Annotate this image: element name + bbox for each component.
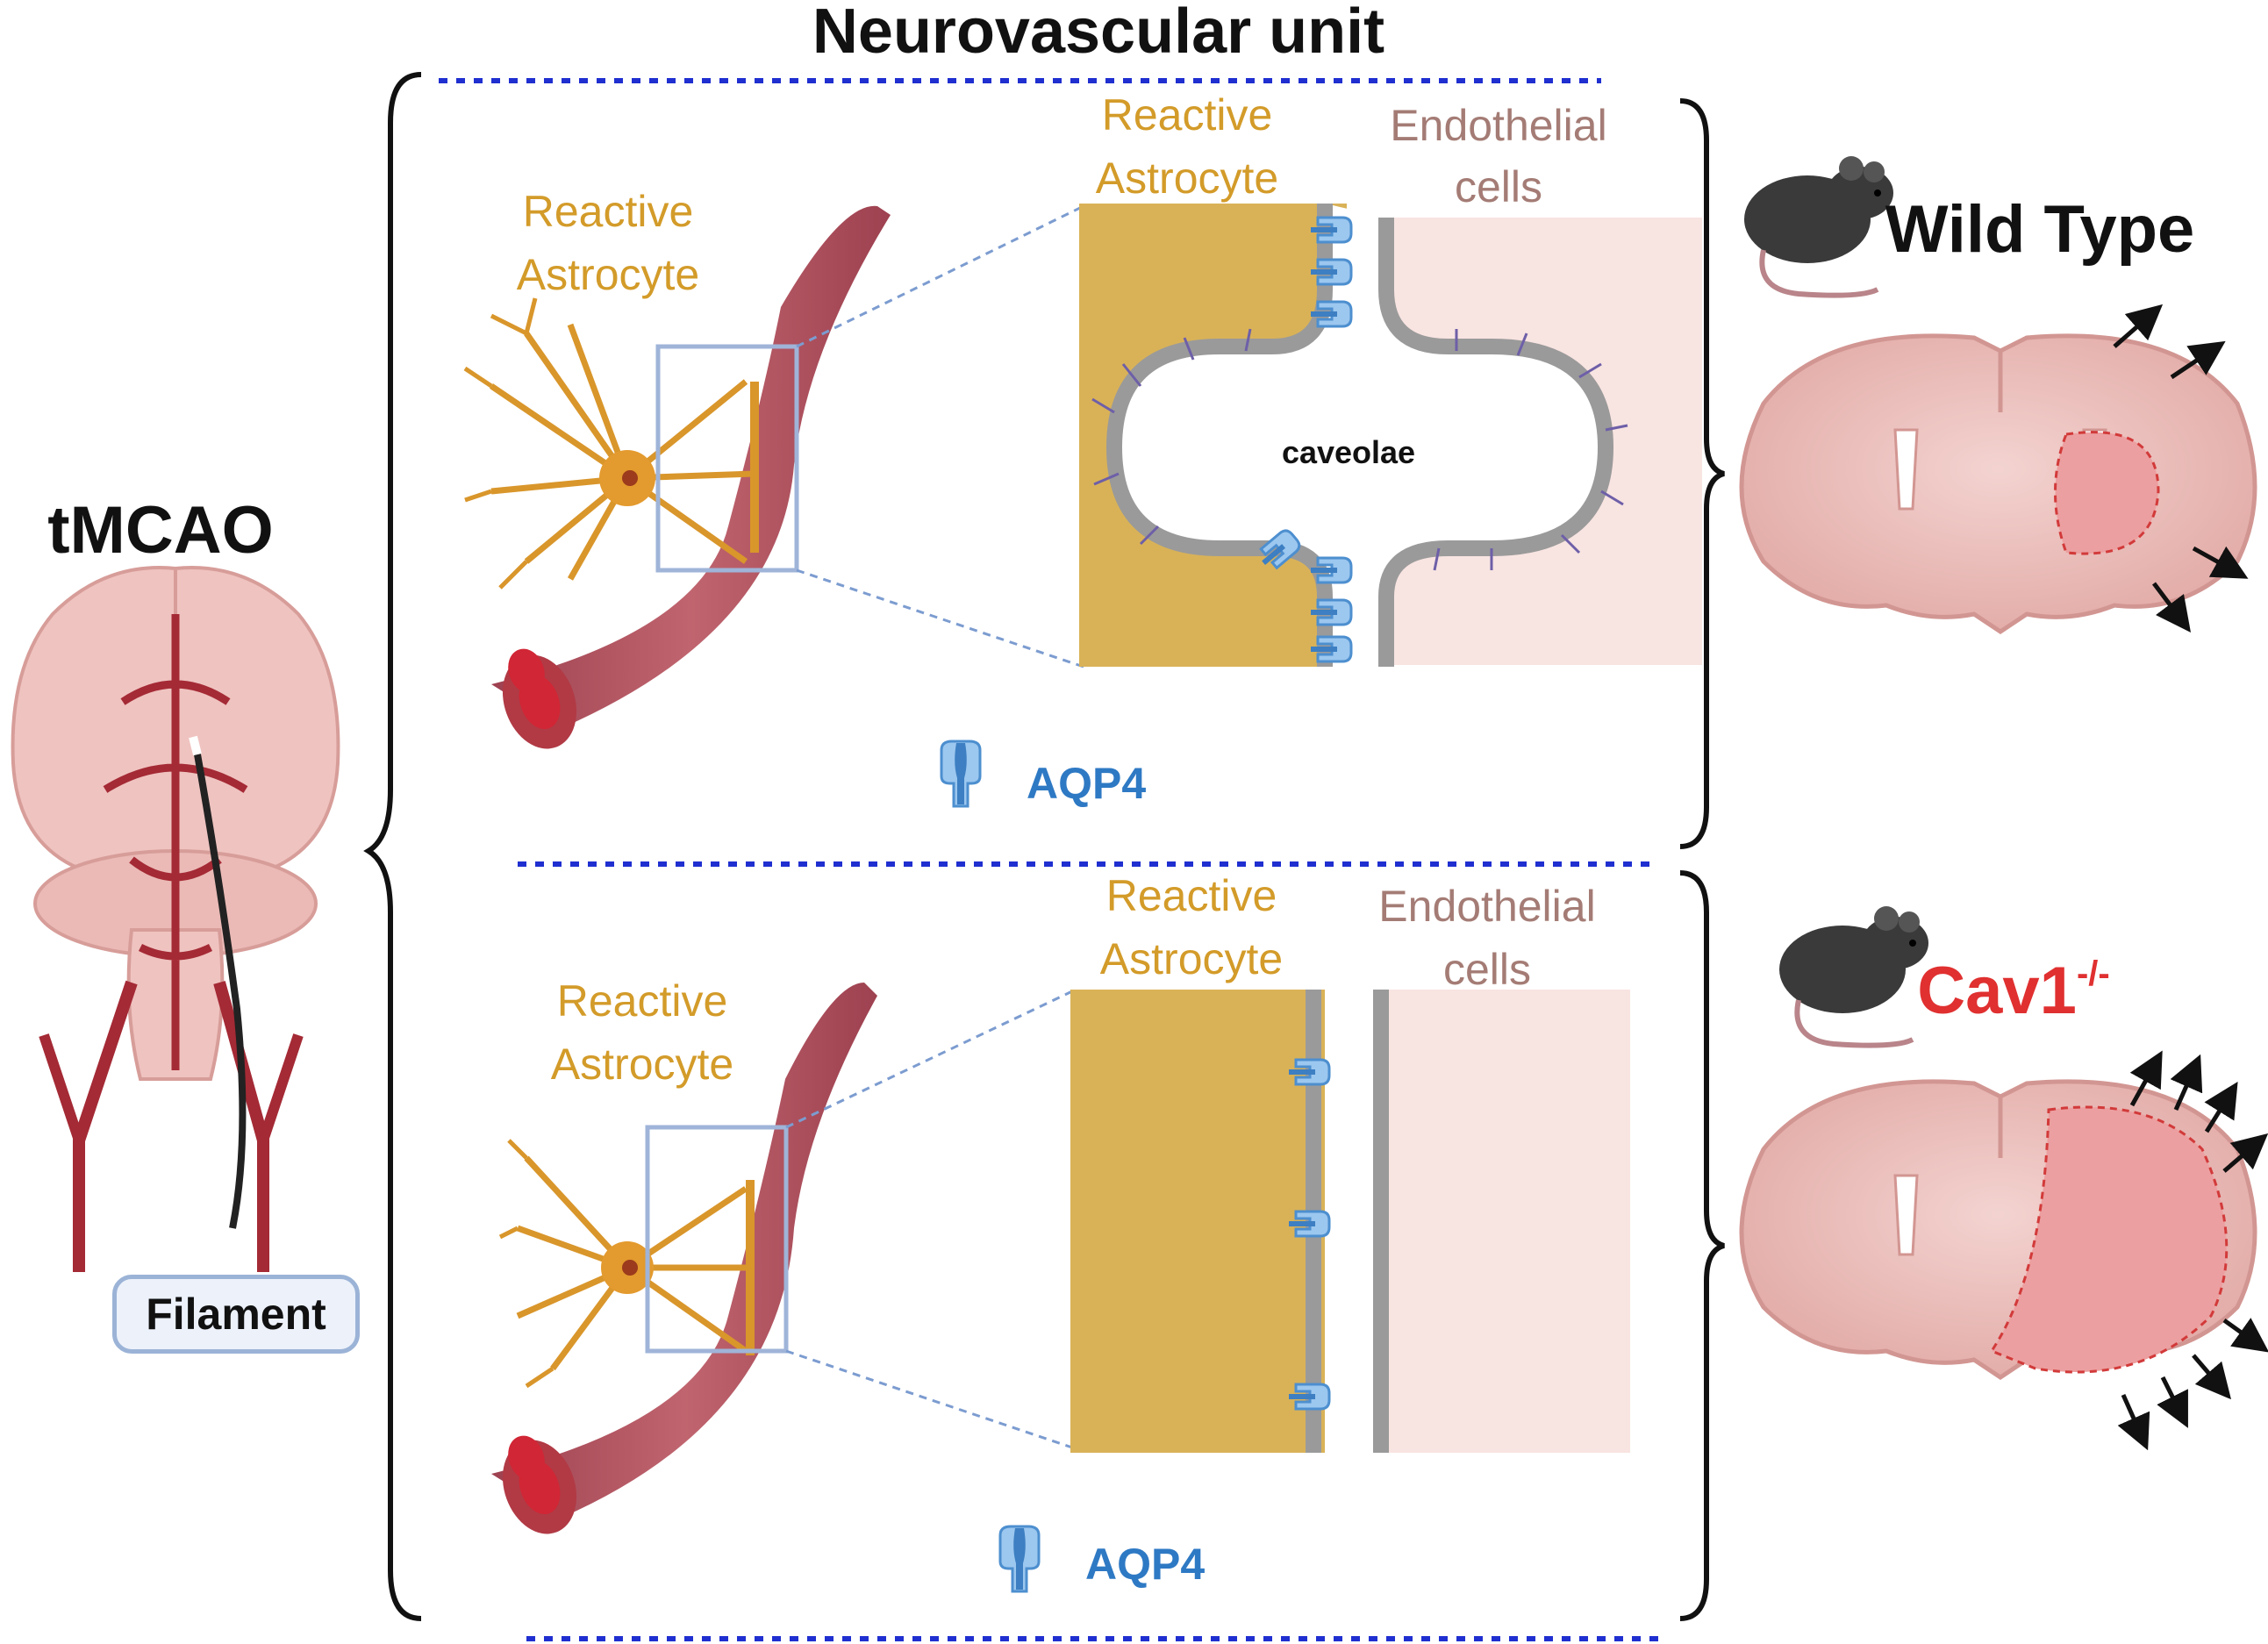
bottom-zoom-line-lower (785, 1349, 1073, 1449)
bottom-astrocyte-icon (498, 1139, 755, 1389)
bottom-zoom-box (645, 1125, 789, 1354)
top-astrocyte-nucleus (622, 470, 638, 486)
wild-type-mouse-icon (1744, 156, 1893, 296)
bottom-aqp4-channel-icon (998, 1525, 1041, 1593)
knockout-mouse-icon (1779, 906, 1928, 1046)
top-endothelial-line1: Endothelial (1390, 101, 1606, 150)
top-zoom-line-upper (796, 204, 1084, 348)
bottom-astrocyte-label-line1: Reactive (557, 976, 728, 1026)
caveolae-label: caveolae (1282, 434, 1415, 470)
bottom-zoom-line-upper (785, 990, 1073, 1129)
bottom-endothelial-line1: Endothelial (1378, 882, 1595, 931)
knockout-label-superscript: -/- (2077, 954, 2110, 993)
top-blood-vessel-icon (491, 205, 891, 749)
bottom-astrocyte-nucleus (622, 1260, 638, 1276)
top-aqp4-label: AQP4 (1027, 759, 1146, 808)
rodent-brain-icon (11, 566, 340, 1272)
bottom-aqp4-label: AQP4 (1085, 1540, 1205, 1589)
top-endothelial-line2: cells (1455, 162, 1542, 211)
right-brace-top (1679, 98, 1725, 849)
right-brace-bottom (1679, 870, 1725, 1621)
knockout-label: Cav1-/- (1917, 954, 2109, 1028)
bottom-zoom-astrocyte-line2: Astrocyte (1100, 934, 1283, 983)
knockout-label-base: Cav1 (1917, 954, 2077, 1028)
top-astrocyte-icon (463, 297, 759, 590)
bottom-membrane-zoom (1070, 990, 1630, 1453)
diagram-title: Neurovascular unit (812, 0, 1384, 67)
bottom-endothelial-line2: cells (1443, 945, 1531, 994)
bottom-blood-vessel-icon (491, 983, 877, 1534)
top-zoom-line-lower (796, 568, 1084, 668)
wild-type-brain-icon (1739, 304, 2257, 635)
top-membrane-zoom (1079, 204, 1702, 667)
wild-type-label: Wild Type (1885, 192, 2195, 267)
top-zoom-astrocyte-line2: Astrocyte (1096, 154, 1278, 203)
tmcao-label: tMCAO (47, 493, 274, 568)
filament-label: Filament (112, 1275, 360, 1354)
top-aqp4-channel-icon (940, 740, 982, 808)
top-zoom-astrocyte-line1: Reactive (1102, 90, 1273, 139)
bottom-astrocyte-label-line2: Astrocyte (551, 1040, 733, 1089)
top-astrocyte-label-line2: Astrocyte (517, 250, 699, 299)
top-zoom-box (655, 344, 799, 573)
knockout-brain-icon (1739, 1050, 2268, 1451)
bottom-zoom-astrocyte-line1: Reactive (1106, 871, 1277, 920)
left-brace (363, 72, 422, 1621)
top-astrocyte-label-line1: Reactive (523, 187, 694, 236)
